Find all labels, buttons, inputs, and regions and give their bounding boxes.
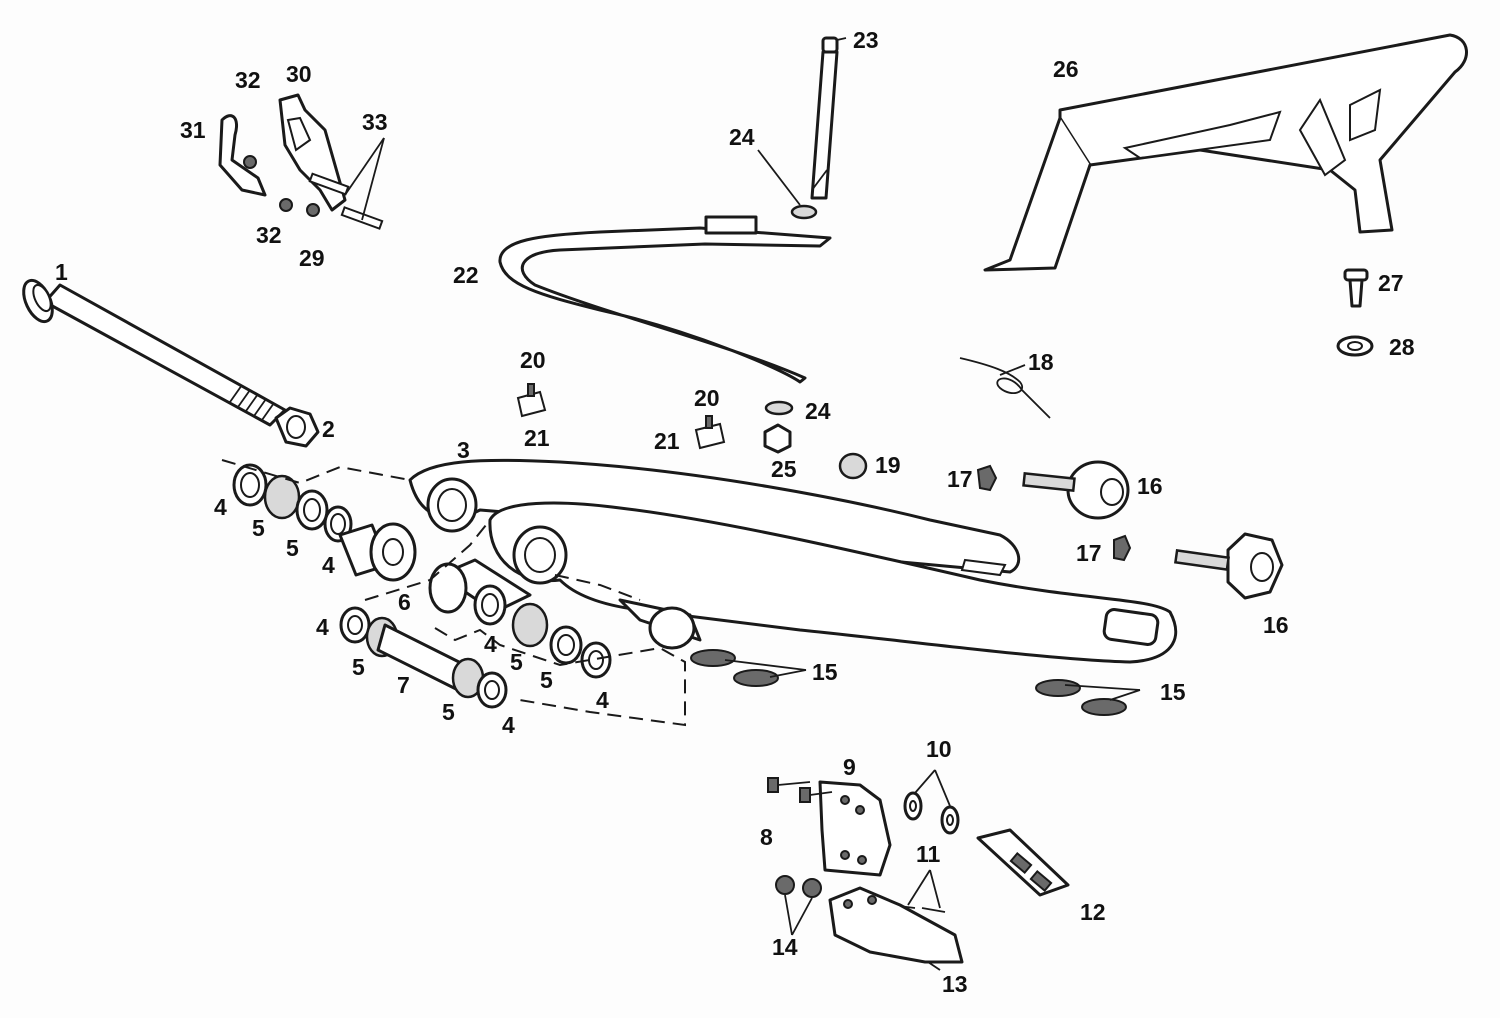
callout-22: 22 <box>453 262 479 288</box>
callout-5: 5 <box>540 667 553 693</box>
callout-26: 26 <box>1053 56 1079 82</box>
callout-6: 6 <box>398 589 411 615</box>
axle-nut <box>274 406 320 448</box>
leader-lines <box>344 37 1141 971</box>
callout-4: 4 <box>502 712 515 738</box>
callout-4: 4 <box>322 552 335 578</box>
rings-10 <box>903 791 960 835</box>
callout-9: 9 <box>843 754 856 780</box>
callout-16: 16 <box>1137 473 1163 499</box>
callout-5: 5 <box>510 649 523 675</box>
callout-14: 14 <box>772 934 798 960</box>
callout-8: 8 <box>760 824 773 850</box>
chain-adjuster-upper <box>1022 460 1130 520</box>
chain-guard <box>983 33 1468 272</box>
chain-slider-pads <box>690 649 1127 716</box>
long-bolt <box>810 36 839 200</box>
callout-3: 3 <box>457 437 470 463</box>
callout-7: 7 <box>397 672 410 698</box>
callout-5: 5 <box>286 535 299 561</box>
pivot-axle <box>22 278 287 427</box>
guide-13 <box>828 886 964 964</box>
callout-13: 13 <box>942 971 968 997</box>
guard-washer-28 <box>1336 335 1374 357</box>
callout-19: 19 <box>875 452 901 478</box>
plate-12 <box>976 828 1070 897</box>
guard-bolt-27 <box>1343 268 1369 308</box>
nuts-14 <box>775 875 822 898</box>
callout-2: 2 <box>322 416 335 442</box>
chain-adjuster-lower <box>1174 532 1284 600</box>
adjuster-nuts <box>976 464 1132 562</box>
chain-guide <box>498 215 832 384</box>
swingarm <box>408 458 1178 664</box>
callout-4: 4 <box>316 614 329 640</box>
callout-25: 25 <box>771 456 797 482</box>
callout-24: 24 <box>805 398 831 424</box>
callout-5: 5 <box>442 699 455 725</box>
callout-11: 11 <box>916 841 941 867</box>
callout-15: 15 <box>1160 679 1186 705</box>
callout-28: 28 <box>1389 334 1415 360</box>
callout-10: 10 <box>926 736 952 762</box>
callout-20: 20 <box>520 347 546 373</box>
chain-block-plate-9 <box>818 780 892 877</box>
callout-24: 24 <box>729 124 755 150</box>
bushing-stack-upper <box>232 463 417 582</box>
callout-20: 20 <box>694 385 720 411</box>
axle-thread <box>229 384 275 421</box>
callout-30: 30 <box>286 61 312 87</box>
callout-29: 29 <box>299 245 325 271</box>
callout-17: 17 <box>947 466 973 492</box>
callout-32: 32 <box>256 222 282 248</box>
callouts: 1 2 3 4 5 5 4 6 4 5 7 5 4 4 5 5 4 8 9 10… <box>55 27 1415 997</box>
callout-33: 33 <box>362 109 388 135</box>
callout-5: 5 <box>352 654 365 680</box>
callout-1: 1 <box>55 259 68 285</box>
callout-32: 32 <box>235 67 261 93</box>
spring-clip <box>959 357 1051 419</box>
callout-4: 4 <box>596 687 609 713</box>
callout-21: 21 <box>524 425 550 451</box>
clamp-left <box>516 383 547 418</box>
callout-17: 17 <box>1076 540 1102 566</box>
callout-27: 27 <box>1378 270 1404 296</box>
screws-8 <box>767 777 833 803</box>
callout-16: 16 <box>1263 612 1289 638</box>
callout-23: 23 <box>853 27 879 53</box>
callout-5: 5 <box>252 515 265 541</box>
spacer-tube-7 <box>339 606 508 709</box>
callout-4: 4 <box>484 631 497 657</box>
nut-25 <box>763 423 792 454</box>
callout-31: 31 <box>180 117 206 143</box>
clamp-right <box>694 415 726 450</box>
callout-21: 21 <box>654 428 680 454</box>
washers-24 <box>764 204 818 416</box>
brake-bracket-assembly <box>218 93 384 230</box>
callout-15: 15 <box>812 659 838 685</box>
bush-19 <box>838 452 868 480</box>
callout-4: 4 <box>214 494 227 520</box>
callout-18: 18 <box>1028 349 1054 375</box>
callout-12: 12 <box>1080 899 1106 925</box>
